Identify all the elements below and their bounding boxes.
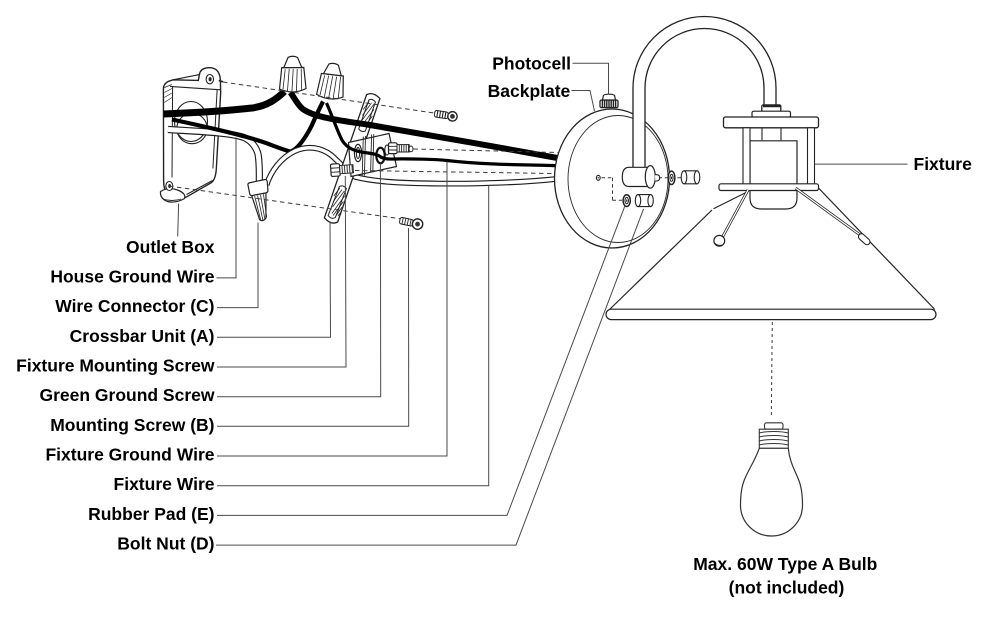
svg-text:Backplate: Backplate: [488, 81, 571, 101]
svg-text:Wire Connector (C): Wire Connector (C): [55, 296, 214, 316]
svg-text:Green Ground Screw: Green Ground Screw: [39, 385, 214, 405]
svg-text:Bolt Nut (D): Bolt Nut (D): [117, 534, 214, 554]
svg-text:Outlet Box: Outlet Box: [126, 237, 215, 257]
svg-text:Fixture Wire: Fixture Wire: [114, 474, 215, 494]
svg-text:Fixture Ground Wire: Fixture Ground Wire: [45, 445, 214, 465]
svg-text:Fixture: Fixture: [914, 154, 973, 174]
svg-text:House Ground Wire: House Ground Wire: [50, 267, 214, 287]
svg-text:(not included): (not included): [729, 578, 845, 598]
svg-text:Crossbar Unit (A): Crossbar Unit (A): [70, 326, 215, 346]
svg-text:Rubber Pad (E): Rubber Pad (E): [88, 504, 214, 524]
svg-text:Mounting Screw (B): Mounting Screw (B): [50, 415, 214, 435]
svg-text:Fixture Mounting Screw: Fixture Mounting Screw: [16, 356, 215, 376]
svg-text:Photocell: Photocell: [492, 53, 571, 73]
svg-text:Max. 60W Type A Bulb: Max. 60W Type A Bulb: [693, 554, 877, 574]
